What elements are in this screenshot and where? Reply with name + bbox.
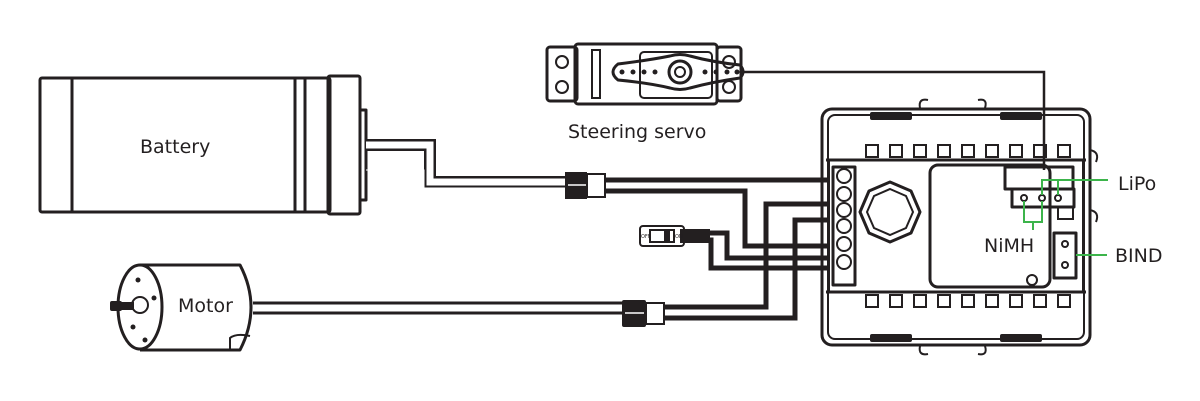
terminal-hole: [836, 218, 852, 234]
motor-label: Motor: [178, 295, 233, 317]
vent-slot: [961, 294, 975, 308]
terminal-hole: [836, 168, 852, 184]
vent-slot: [1009, 294, 1023, 308]
lipo-label: LiPo: [1118, 173, 1156, 195]
terminal-hole: [836, 254, 852, 270]
vent-slot: [937, 144, 951, 158]
vent-slot: [937, 294, 951, 308]
vent-slot: [1057, 144, 1071, 158]
vent-slot: [985, 294, 999, 308]
esc-unit: [820, 98, 1099, 356]
switch-off-label: OFF: [641, 234, 651, 240]
vent-slot: [913, 294, 927, 308]
vent-slot: [985, 144, 999, 158]
battery-label: Battery: [140, 136, 210, 158]
vent-slot: [889, 294, 903, 308]
vent-slot: [1009, 144, 1023, 158]
steering-servo: Steering servo: [545, 42, 745, 143]
vent-slot: [961, 144, 975, 158]
terminal-hole: [836, 236, 852, 252]
vent-slot: [865, 144, 879, 158]
vent-slot: [865, 294, 879, 308]
battery: Battery: [38, 74, 368, 216]
power-switch: OFF ON: [639, 225, 685, 247]
vent-slot: [1033, 294, 1047, 308]
terminal-hole: [836, 202, 852, 218]
motor-connector: [622, 300, 665, 327]
vent-slot: [913, 144, 927, 158]
servo-wire: [742, 70, 1046, 170]
bind-label: BIND: [1115, 245, 1162, 267]
battery-cable: [366, 139, 567, 189]
vent-slot: [1057, 294, 1071, 308]
motor: Motor: [110, 263, 253, 352]
terminal-hole: [836, 186, 852, 202]
servo-label: Steering servo: [568, 121, 706, 143]
vent-slot: [1033, 144, 1047, 158]
esc-wires: [605, 177, 830, 321]
vent-slot: [889, 144, 903, 158]
battery-connector: [565, 172, 606, 199]
switch-on-label: ON: [675, 234, 683, 240]
callouts: LiPo NiMH BIND: [984, 173, 1162, 267]
nimh-label: NiMH: [984, 235, 1034, 257]
